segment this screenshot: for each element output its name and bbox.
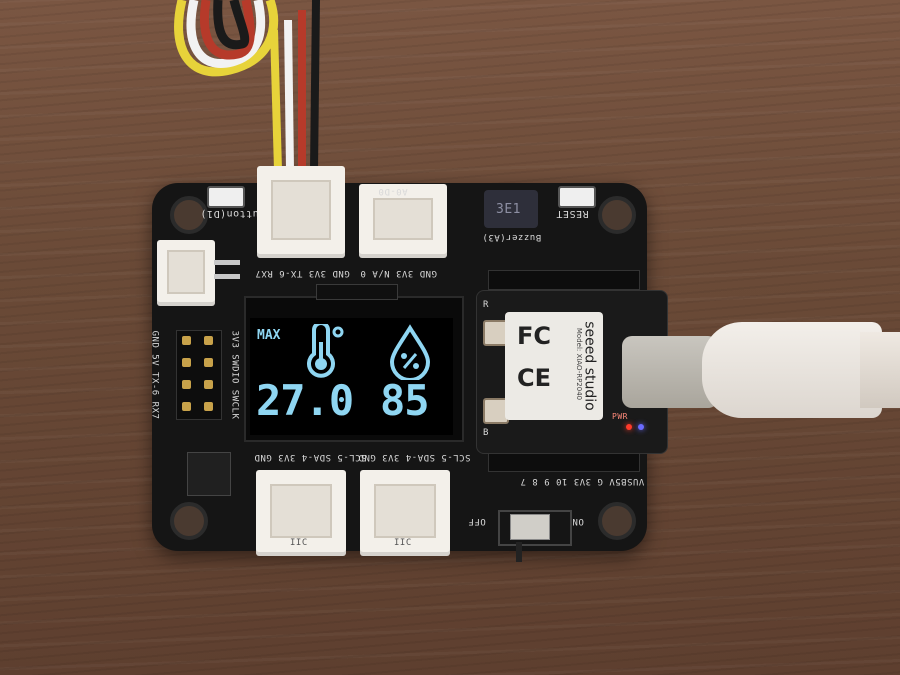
humidity-value: 85 [380, 376, 430, 425]
rgb-led [638, 424, 644, 430]
xiao-r-label: R [483, 300, 489, 310]
left-header-label: GND 5V TX-6 RX7 [149, 330, 160, 420]
grove-cable-wires [174, 0, 320, 171]
switch-lever [516, 542, 522, 562]
thermometer-icon [307, 324, 344, 378]
on-label: ON [572, 516, 584, 526]
header-pin [204, 336, 213, 345]
header-pin [204, 402, 213, 411]
grove-connector-analog[interactable] [359, 184, 447, 258]
mounting-hole [598, 196, 636, 234]
temperature-value: 27.0 [256, 376, 354, 425]
xiao-header-top [488, 270, 640, 290]
left-side-connector[interactable] [157, 240, 215, 306]
humidity-drop-icon [389, 324, 431, 380]
pwr-label: PWR [612, 412, 628, 421]
buzzer: 3E1 [484, 190, 538, 228]
header-pin [204, 358, 213, 367]
off-label: OFF [468, 516, 486, 526]
grove-connector-i2c-right[interactable] [360, 470, 450, 556]
power-switch-knob[interactable] [510, 514, 550, 540]
usb-c-cable-plug [702, 322, 882, 418]
pin-header-left[interactable] [176, 330, 222, 420]
oled-ribbon [316, 284, 398, 300]
mounting-hole [598, 502, 636, 540]
iic-right-label: IIC [394, 538, 412, 548]
reset-button[interactable] [558, 186, 596, 208]
fcc-logo: FC [517, 322, 552, 350]
mounting-hole [170, 196, 208, 234]
grove-connector-i2c-left[interactable] [256, 470, 346, 556]
reset-label: RESET [556, 208, 589, 219]
seeed-brand: seeed studio [581, 321, 598, 411]
ce-logo: CE [517, 364, 552, 392]
connector-pin [214, 274, 240, 279]
eeprom-chip [187, 452, 231, 496]
button-d1[interactable] [207, 186, 245, 208]
mode-label: MAX [257, 328, 281, 343]
a0-d0-label: A0-D0 [378, 186, 408, 196]
grove-connector-uart[interactable] [257, 166, 345, 258]
header-pin [204, 380, 213, 389]
i2c-left-pin-label: SCL-5 SDA-4 3V3 GND [254, 452, 367, 462]
header-pin [182, 402, 191, 411]
mounting-hole [170, 502, 208, 540]
analog-pin-label: GND 3V3 N/A 0 [360, 268, 437, 278]
left-header-label-2: 3V3 SWDIO SWCLK [229, 330, 240, 420]
buzzer-label: Buzzer(A3) [482, 232, 542, 242]
iic-left-label: IIC [290, 538, 308, 548]
power-led [626, 424, 632, 430]
header-pin [182, 380, 191, 389]
header-pin [182, 358, 191, 367]
connector-pin [214, 260, 240, 265]
button-label: Button(D1) [200, 208, 266, 219]
oled-screen: MAX 27.0 85 [250, 318, 453, 435]
xiao-model: Model: XIAO-RP2040 [575, 327, 584, 401]
xiao-pin-label: VUSB5V G 3V3 10 9 8 7 [520, 476, 645, 486]
xiao-header-bottom [488, 452, 640, 472]
i2c-right-pin-label: SCL-5 SDA-4 3V3 GND [358, 452, 471, 462]
xiao-rf-shield: FC CE seeed studio Model: XIAO-RP2040 [505, 312, 603, 420]
usb-cable [860, 332, 900, 408]
uart-pin-label: GND 3V3 TX-6 RX7 [255, 268, 350, 278]
header-pin [182, 336, 191, 345]
buzzer-marking: 3E1 [496, 202, 521, 217]
xiao-b-label: B [483, 428, 489, 438]
